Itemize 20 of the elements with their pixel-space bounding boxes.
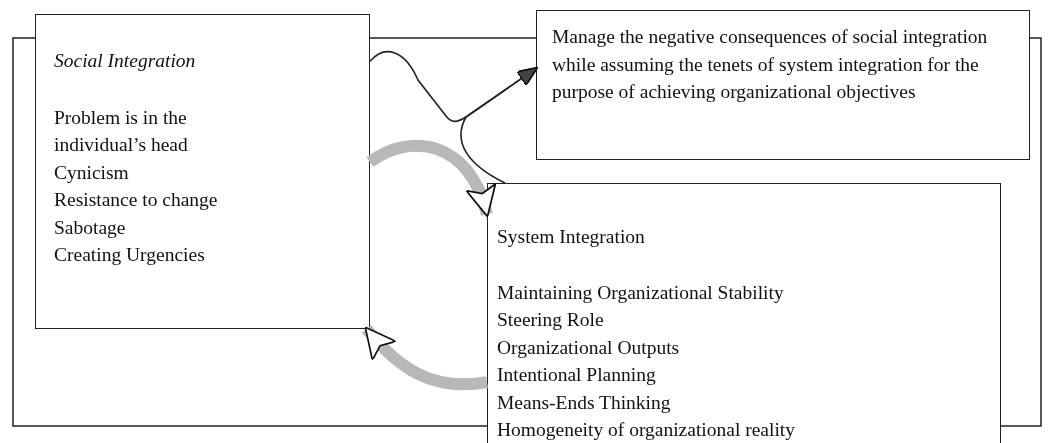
list-item: Organizational Outputs — [497, 335, 681, 360]
text-box — [35, 14, 370, 329]
box-heading: System Integration — [497, 225, 646, 249]
box-heading: Social Integration — [54, 49, 197, 73]
list-item: Homogeneity of organizational reality — [497, 418, 796, 442]
list-item: Problem is in the individual’s head — [54, 105, 189, 157]
list-item: Resistance to change — [54, 188, 219, 212]
text-box — [536, 10, 1030, 160]
list-item: Maintaining Organizational Stability — [497, 280, 785, 305]
block-arrow — [362, 325, 488, 391]
list-item: Creating Urgencies — [54, 243, 206, 267]
text-box — [487, 183, 1001, 443]
list-item: Cynicism — [54, 160, 130, 185]
list-item: Intentional Planning — [497, 363, 657, 387]
list-item: Steering Role — [497, 308, 605, 332]
list-item: Means-Ends Thinking — [497, 390, 672, 415]
arrow — [460, 66, 539, 184]
box-text: Manage the negative consequences of social integration while assuming the tenets of system integration for the purpose of achieving organizational objectives — [552, 25, 989, 104]
block-arrow — [366, 139, 495, 218]
list-item: Sabotage — [54, 215, 127, 240]
